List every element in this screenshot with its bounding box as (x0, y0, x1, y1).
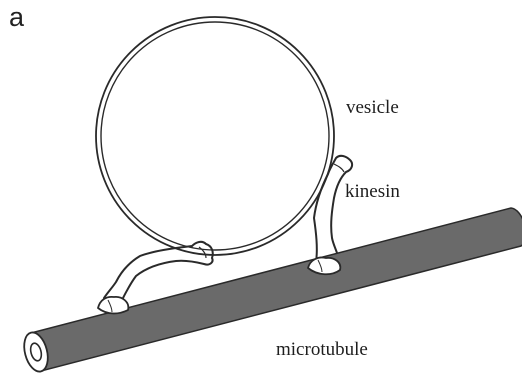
microtubule (20, 208, 522, 374)
kinesin-motor-right (314, 156, 352, 267)
kinesin-label: kinesin (345, 181, 400, 203)
vesicle-label: vesicle (346, 97, 399, 119)
microtubule-label: microtubule (276, 339, 368, 361)
kinesin-head-left (98, 297, 128, 314)
vesicle (96, 17, 334, 255)
kinesin-head-right (308, 257, 340, 274)
